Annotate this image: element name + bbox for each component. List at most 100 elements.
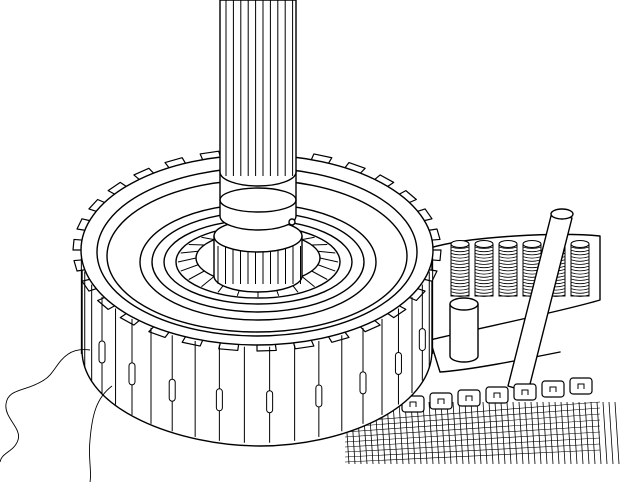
spring-coil <box>570 269 590 272</box>
bench-hatch <box>548 401 554 465</box>
bench-hatch <box>344 401 601 423</box>
spring-coil <box>450 269 470 272</box>
spring-coil <box>570 281 590 285</box>
spring-coil <box>498 288 518 291</box>
callout-lines <box>0 349 113 482</box>
spring-coil <box>498 291 518 294</box>
retainer-tab <box>429 392 453 410</box>
drum-tooth <box>344 161 366 174</box>
spring-coil <box>570 272 590 275</box>
drum-tooth <box>310 153 333 164</box>
spring-coil <box>450 294 470 297</box>
spring-coil <box>498 262 518 265</box>
spring-coil <box>570 253 590 256</box>
retainer-tab <box>541 380 565 398</box>
hub-spline <box>301 236 315 241</box>
drum-tooth <box>374 174 395 187</box>
retainer-tabs <box>401 377 593 413</box>
spring-coil <box>474 253 494 256</box>
tab-notch <box>465 395 473 401</box>
input-shaft <box>213 0 303 293</box>
spring-coil <box>474 272 494 275</box>
retainer-tab <box>485 386 509 404</box>
drum-tooth <box>76 218 90 231</box>
bench-hatch <box>422 401 428 465</box>
drum-slot <box>168 378 176 402</box>
spring-coil <box>474 249 494 253</box>
bench-hatch <box>602 401 608 465</box>
drum-tooth <box>119 313 140 326</box>
spring-coil <box>474 275 494 278</box>
bench-hatch <box>590 401 596 465</box>
drum-tooth <box>409 288 426 302</box>
drum-tooth <box>387 305 407 319</box>
spring-pack <box>450 240 590 297</box>
spring-coil <box>450 281 470 285</box>
spring-coil <box>474 278 494 281</box>
drum-tooth <box>88 198 105 212</box>
bench-hatch <box>344 413 601 433</box>
bench-hatch <box>506 401 512 465</box>
hub-spline <box>188 270 205 280</box>
hub-spline <box>301 275 315 288</box>
spring-coil <box>450 291 470 294</box>
bench-hatch <box>476 401 482 465</box>
spring-coil <box>498 278 518 281</box>
drum-tooth <box>72 238 83 251</box>
hub-spline <box>311 270 328 280</box>
bench-hatch <box>560 401 566 465</box>
drum-tooth <box>181 336 204 347</box>
drum-slot <box>359 371 367 395</box>
bench-hatch <box>596 401 602 465</box>
spring-coil <box>570 278 590 281</box>
spring-coil <box>474 285 494 288</box>
hub-spline <box>188 244 205 246</box>
spring-cap <box>498 240 518 248</box>
spring-coil <box>450 285 470 288</box>
bench-hatch <box>392 401 398 465</box>
drum-tooth <box>399 190 417 204</box>
bench-hatch <box>344 431 601 448</box>
bench-hatch <box>530 401 536 465</box>
spring-coil <box>450 259 470 262</box>
bench-hatch <box>518 401 524 465</box>
drum-tooth <box>417 208 433 222</box>
spring-coil <box>522 246 542 249</box>
hub-spline <box>311 244 328 246</box>
spring-coil <box>570 249 590 253</box>
spring-coil <box>450 256 470 259</box>
drum-tooth <box>431 249 442 262</box>
spring-coil <box>450 288 470 291</box>
drum-slot <box>394 352 402 376</box>
retainer-tab <box>513 383 537 401</box>
spring-coil <box>570 294 590 297</box>
bench-hatch <box>608 401 614 465</box>
drum-tooth <box>256 344 277 352</box>
spring-coil <box>474 269 494 272</box>
bench-hatch <box>566 401 572 465</box>
bench-hatch <box>446 401 452 465</box>
hub-spline <box>180 264 199 272</box>
spring-coil <box>474 265 494 269</box>
spring-coil <box>498 275 518 278</box>
spring-coil <box>450 249 470 253</box>
bench-hatch <box>344 437 601 453</box>
spring-coil <box>498 259 518 262</box>
spring-coil <box>522 256 542 259</box>
hub-spline <box>177 257 197 263</box>
spring-coil <box>450 262 470 265</box>
spring-coil <box>498 272 518 275</box>
tab-notch <box>577 383 585 389</box>
tab-notch <box>521 389 529 395</box>
bench-hatch <box>428 401 434 465</box>
spring-coil <box>450 246 470 249</box>
spring-coil <box>570 259 590 262</box>
spring-cap <box>570 240 590 248</box>
spring-coil <box>450 265 470 269</box>
drum-slots <box>80 257 434 443</box>
bench-hatch <box>554 401 560 465</box>
bench-hatch <box>470 401 476 465</box>
guide-pin <box>449 297 479 363</box>
